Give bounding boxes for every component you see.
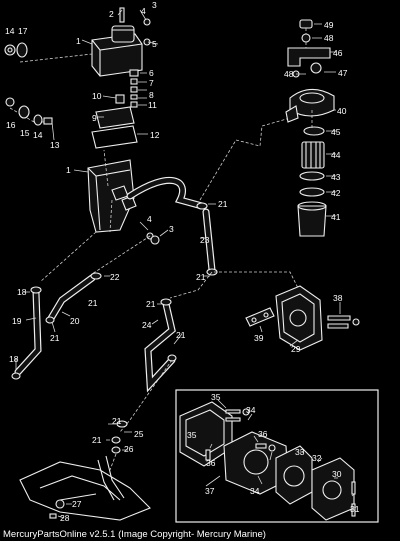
callout-8: 8 [149, 90, 154, 100]
callout-17: 17 [18, 26, 28, 36]
callout-21f: 21 [176, 330, 186, 340]
tank-cover-assembly [9, 7, 159, 149]
callout-3: 3 [152, 0, 157, 10]
callout-44: 44 [331, 150, 341, 160]
callout-36: 36 [258, 429, 268, 439]
diagram-canvas: 1 2 3 4 5 6 7 8 9 10 11 12 13 14 17 16 1… [4, 0, 379, 523]
callout-4b: 4 [147, 214, 152, 224]
callout-48b: 48 [284, 69, 294, 79]
callout-11: 11 [148, 100, 157, 110]
callout-labels: 1 2 3 4 5 6 7 8 9 10 11 12 13 14 17 16 1… [5, 0, 360, 523]
callout-18b: 18 [9, 354, 19, 364]
callout-43: 43 [331, 172, 341, 182]
callout-4: 4 [141, 6, 146, 16]
callout-21h: 21 [92, 435, 102, 445]
callout-35b: 35 [187, 430, 197, 440]
callout-18: 18 [17, 287, 27, 297]
callout-39: 39 [254, 333, 264, 343]
callout-23: 23 [200, 235, 210, 245]
callout-22: 22 [110, 272, 120, 282]
fuel-filter-assembly [285, 19, 336, 237]
lower-fittings-and-engine [19, 420, 151, 521]
callout-36b: 36 [206, 458, 216, 468]
callout-26: 26 [124, 444, 134, 454]
callout-3b: 3 [169, 224, 174, 234]
callout-21d: 21 [50, 333, 60, 343]
callout-7: 7 [149, 78, 154, 88]
callout-1b: 1 [66, 165, 71, 175]
callout-34: 34 [246, 405, 256, 415]
callout-42: 42 [331, 188, 341, 198]
callout-21e: 21 [146, 299, 156, 309]
callout-13: 13 [50, 140, 60, 150]
fuel-pump-assembly [245, 285, 360, 351]
fuel-hoses-left [11, 117, 301, 433]
callout-6: 6 [149, 68, 154, 78]
callout-34b: 34 [250, 486, 260, 496]
callout-5: 5 [152, 39, 157, 49]
callout-33: 33 [295, 447, 305, 457]
callout-14: 14 [5, 26, 15, 36]
callout-1: 1 [76, 36, 81, 46]
image-caption: MercuryPartsOnline v2.5.1 (Image Copyrig… [3, 529, 266, 540]
callout-32: 32 [312, 453, 322, 463]
callout-37: 37 [205, 486, 215, 496]
callout-38: 38 [333, 293, 343, 303]
callout-15: 15 [20, 128, 30, 138]
callout-27: 27 [72, 499, 82, 509]
callout-46: 46 [333, 48, 343, 58]
callout-14b: 14 [33, 130, 43, 140]
callout-30: 30 [332, 469, 342, 479]
callout-28: 28 [60, 513, 70, 523]
callout-49: 49 [324, 20, 334, 30]
callout-16: 16 [6, 120, 16, 130]
callout-45: 45 [331, 127, 341, 137]
pump-repair-kit-inset [175, 389, 379, 523]
callout-48: 48 [324, 33, 334, 43]
callout-19: 19 [12, 316, 22, 326]
callout-41: 41 [331, 212, 341, 222]
left-small-parts [4, 42, 55, 141]
callout-29: 29 [291, 344, 301, 354]
callout-9: 9 [92, 113, 97, 123]
fuel-tank [73, 149, 169, 245]
callout-21a: 21 [218, 199, 228, 209]
callout-25: 25 [134, 429, 144, 439]
callout-21b: 21 [196, 272, 206, 282]
callout-2: 2 [109, 9, 114, 19]
callout-21g: 21 [112, 416, 122, 426]
callout-21c: 21 [88, 298, 98, 308]
callout-35: 35 [211, 392, 221, 402]
callout-40: 40 [337, 106, 347, 116]
callout-10: 10 [92, 91, 102, 101]
callout-47: 47 [338, 68, 348, 78]
callout-24: 24 [142, 320, 152, 330]
callout-20: 20 [70, 316, 80, 326]
callout-31: 31 [350, 504, 360, 514]
callout-12: 12 [150, 130, 160, 140]
